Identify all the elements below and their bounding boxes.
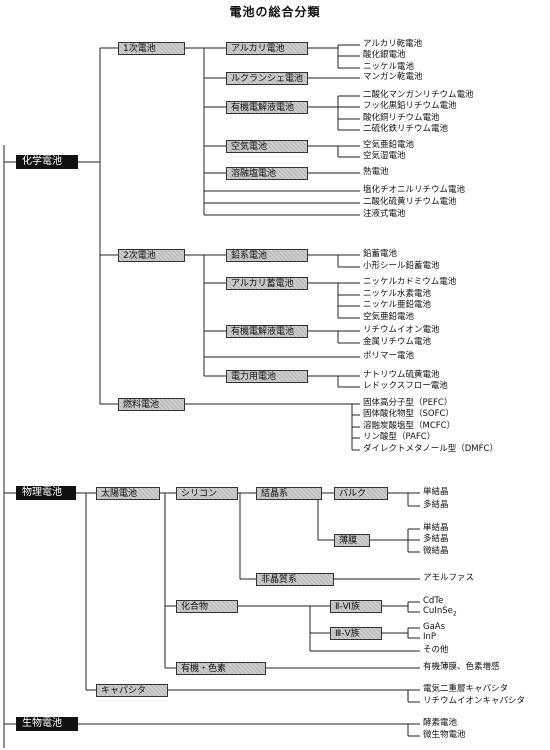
node-organic-electrolyte-battery: 有機電解液電池 <box>226 101 308 114</box>
leaf: GaAs <box>423 622 446 632</box>
leaf: 小形シール鉛蓄電池 <box>363 261 440 271</box>
page-title: 電池の総合分類 <box>229 5 321 19</box>
node-leclanche-battery: ルクランシェ電池 <box>226 72 308 85</box>
leaf: 熱電池 <box>363 167 389 177</box>
leaf: 酸化銅リチウム電池 <box>363 113 440 123</box>
leaf: 微結晶 <box>423 546 449 556</box>
leaf: 二酸化硫黄リチウム電池 <box>363 197 457 207</box>
leaf: アモルファス <box>423 573 475 583</box>
node-secondary-battery: 2次電池 <box>118 249 185 262</box>
root-chemical-battery: 化学電池 <box>16 155 78 169</box>
leaf: 有機薄膜、色素増感 <box>423 662 500 672</box>
leaf: 酸化銀電池 <box>363 50 406 60</box>
leaf: リチウムイオンキャパシタ <box>423 696 526 706</box>
leaf: 多結晶 <box>423 500 449 510</box>
leaf: 空気湿電池 <box>363 151 406 161</box>
node-compound: 化合物 <box>176 600 238 613</box>
leaf: レドックスフロー電池 <box>363 381 448 391</box>
root-physical-battery: 物理電池 <box>16 486 76 500</box>
node-iii-v-group: Ⅲ-Ⅴ族 <box>330 627 382 640</box>
leaf: 微生物電池 <box>423 730 466 740</box>
leaf: ダイレクトメタノール型（DMFC） <box>363 444 498 454</box>
node-fuel-cell: 燃料電池 <box>118 398 185 411</box>
leaf: フッ化黒鉛リチウム電池 <box>363 101 457 111</box>
leaf: ニッケル水素電池 <box>363 289 432 299</box>
leaf: 固体酸化物型（SOFC） <box>363 409 454 419</box>
leaf: リン酸型（PAFC） <box>363 432 436 442</box>
leaf: 酵素電池 <box>423 718 458 728</box>
leaf: ニッケル亜鉛電池 <box>363 300 432 310</box>
node-silicon: シリコン <box>176 487 238 500</box>
leaf: 溶融炭酸塩型（MCFC） <box>363 421 456 431</box>
leaf: InP <box>423 632 437 642</box>
leaf: その他 <box>423 645 449 655</box>
node-molten-salt-battery: 溶融塩電池 <box>226 167 308 180</box>
leaf: 注液式電池 <box>363 209 406 219</box>
leaf: 多結晶 <box>423 534 449 544</box>
leaf: 空気亜鉛電池 <box>363 312 415 322</box>
leaf: 単結晶 <box>423 523 449 533</box>
node-air-battery: 空気電池 <box>226 140 308 153</box>
node-crystalline: 結晶系 <box>256 487 322 500</box>
leaf: ニッケルカドミウム電池 <box>363 277 457 287</box>
node-lead-battery: 鉛系電池 <box>226 249 308 262</box>
node-primary-battery: 1次電池 <box>118 42 185 55</box>
leaf: 電気二重層キャパシタ <box>423 684 509 694</box>
leaf: 固体高分子型（PEFC） <box>363 398 453 408</box>
node-alkaline-battery: アルカリ電池 <box>226 42 308 55</box>
root-biological-battery: 生物電池 <box>16 717 78 731</box>
node-alkaline-storage-battery: アルカリ蓄電池 <box>226 277 308 290</box>
leaf: 単結晶 <box>423 487 449 497</box>
leaf: リチウムイオン電池 <box>363 325 440 335</box>
node-bulk: バルク <box>334 487 388 500</box>
leaf: 空気亜鉛電池 <box>363 140 415 150</box>
leaf: CuInSe2 <box>423 606 457 618</box>
leaf: 二硫化鉄リチウム電池 <box>363 124 449 134</box>
node-ii-vi-group: Ⅱ-Ⅵ族 <box>330 600 382 613</box>
leaf: 金属リチウム電池 <box>363 337 432 347</box>
node-organic-dye: 有機・色素 <box>176 662 266 675</box>
node-solar-cell: 太陽電池 <box>96 487 160 500</box>
node-capacitor: キャパシタ <box>96 684 168 697</box>
node-power-storage-battery: 電力用電池 <box>226 370 308 383</box>
leaf: ニッケル電池 <box>363 62 415 72</box>
leaf: 二酸化マンガンリチウム電池 <box>363 90 474 100</box>
node-thin-film: 薄膜 <box>334 534 370 547</box>
leaf: CdTe <box>423 596 444 606</box>
leaf: マンガン乾電池 <box>363 72 423 82</box>
leaf: アルカリ乾電池 <box>363 39 423 49</box>
leaf: ポリマー電池 <box>363 351 415 361</box>
leaf: ナトリウム硫黄電池 <box>363 370 440 380</box>
node-amorphous-system: 非晶質系 <box>256 573 334 586</box>
leaf: 塩化チオニルリチウム電池 <box>363 185 466 195</box>
node-organic-electrolyte-secondary: 有機電解液電池 <box>226 325 308 338</box>
leaf: 鉛蓄電池 <box>363 249 398 259</box>
